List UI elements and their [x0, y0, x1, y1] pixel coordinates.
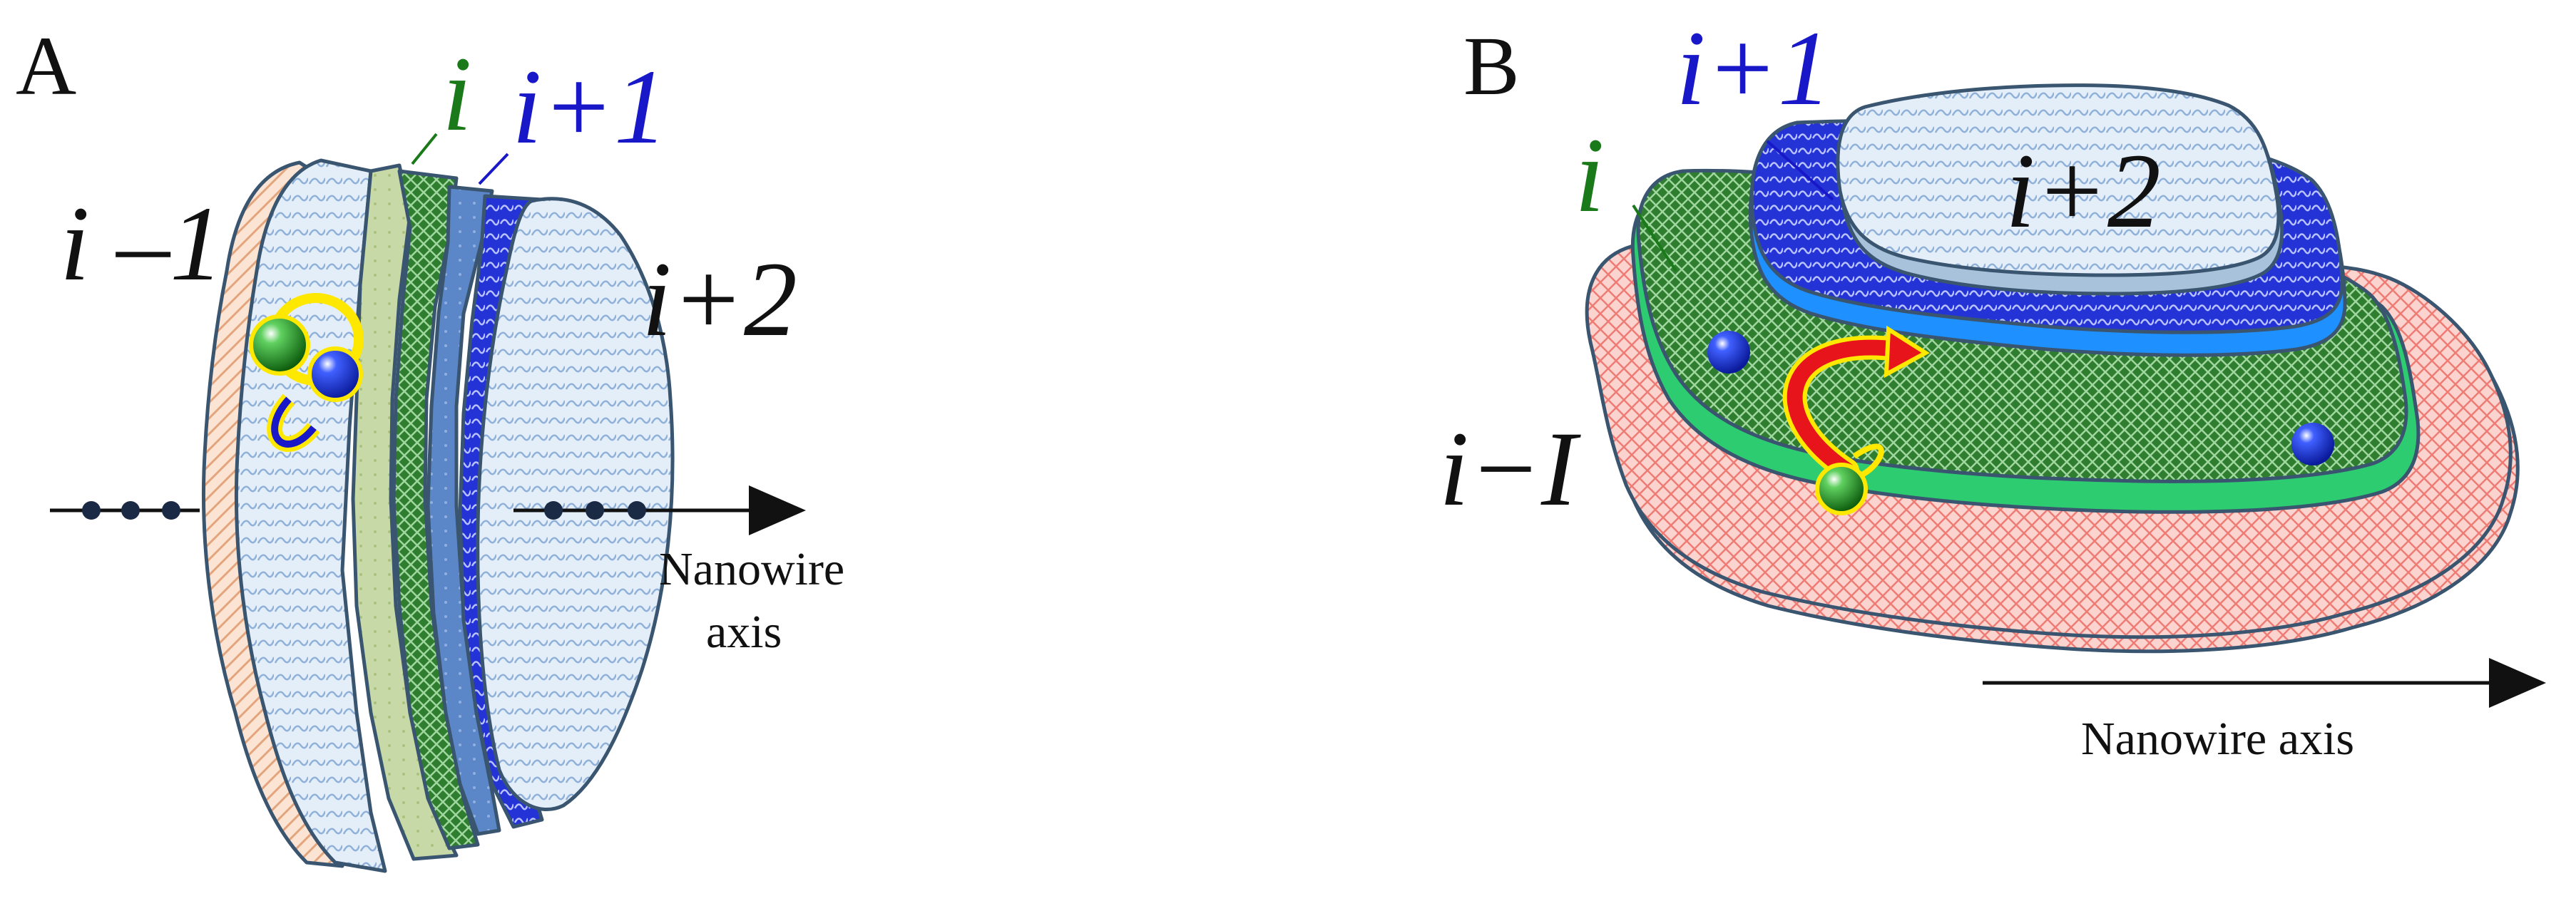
label-a-i-minus-1: i –1 — [60, 185, 223, 303]
panel-a-letter: A — [16, 19, 76, 113]
panel-b-letter: B — [1463, 19, 1520, 113]
exchange-arrow-blue — [271, 396, 317, 448]
axis-a-label-line1: Nanowire — [659, 543, 844, 595]
adatom-blue-left — [1707, 331, 1750, 374]
label-b-i-plus-1: i+1 — [1676, 9, 1831, 128]
axis-atom — [162, 501, 180, 520]
axis-a-label-line2: axis — [706, 606, 782, 658]
layer-i-plus-2 — [476, 197, 675, 812]
axis-atom — [82, 501, 101, 520]
panel-a: A i –1 i — [16, 19, 844, 873]
local-hop-arrow — [1852, 443, 1884, 480]
layer-i — [392, 169, 480, 850]
leader-line-i-b — [1632, 204, 1677, 272]
axis-atom — [628, 501, 646, 520]
adatom-green-b — [1815, 463, 1868, 515]
label-a-i-plus-1: i+1 — [512, 48, 668, 166]
layer-i-plus-2-b — [1836, 83, 2281, 277]
panel-b: B i+1 i i+2 i−I — [1439, 9, 2546, 765]
leader-line-i-plus-1-a — [478, 153, 509, 185]
layer-i-plus-1-edge — [426, 185, 501, 836]
leader-line-i-plus-1-b — [1766, 140, 1834, 201]
label-b-i-plus-2: i+2 — [2005, 132, 2161, 250]
leader-line-i-a — [411, 133, 438, 165]
axis-atom — [121, 501, 140, 520]
exchange-process-a — [249, 293, 364, 452]
label-a-i: i — [442, 35, 472, 153]
label-b-i: i — [1575, 116, 1605, 235]
adatom-blue-right — [2291, 423, 2334, 465]
axis-atom — [586, 501, 604, 520]
label-a-i-plus-2: i+2 — [642, 240, 797, 359]
jump-arrowhead — [1884, 325, 1930, 379]
axis-b-label: Nanowire axis — [2081, 713, 2354, 765]
label-b-i-minus-1: i−I — [1439, 410, 1581, 528]
adatom-green — [249, 314, 310, 376]
adatom-blue — [307, 346, 363, 402]
jump-arrow — [1787, 339, 1905, 478]
axis-atom — [544, 501, 563, 520]
interlayer-jump — [1782, 325, 1930, 515]
